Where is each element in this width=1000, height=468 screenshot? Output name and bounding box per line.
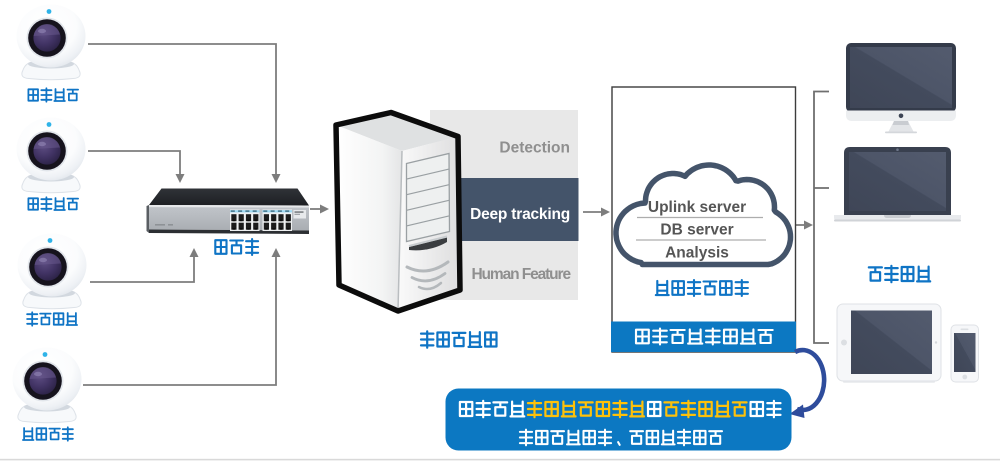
svg-text:Deep tracking: Deep tracking [470,206,570,223]
svg-text:DB server: DB server [660,222,733,239]
svg-text:Uplink server: Uplink server [648,199,746,216]
svg-text:Human Feature: Human Feature [471,266,571,283]
svg-text:Analysis: Analysis [665,245,729,262]
svg-text:Detection: Detection [499,140,570,157]
